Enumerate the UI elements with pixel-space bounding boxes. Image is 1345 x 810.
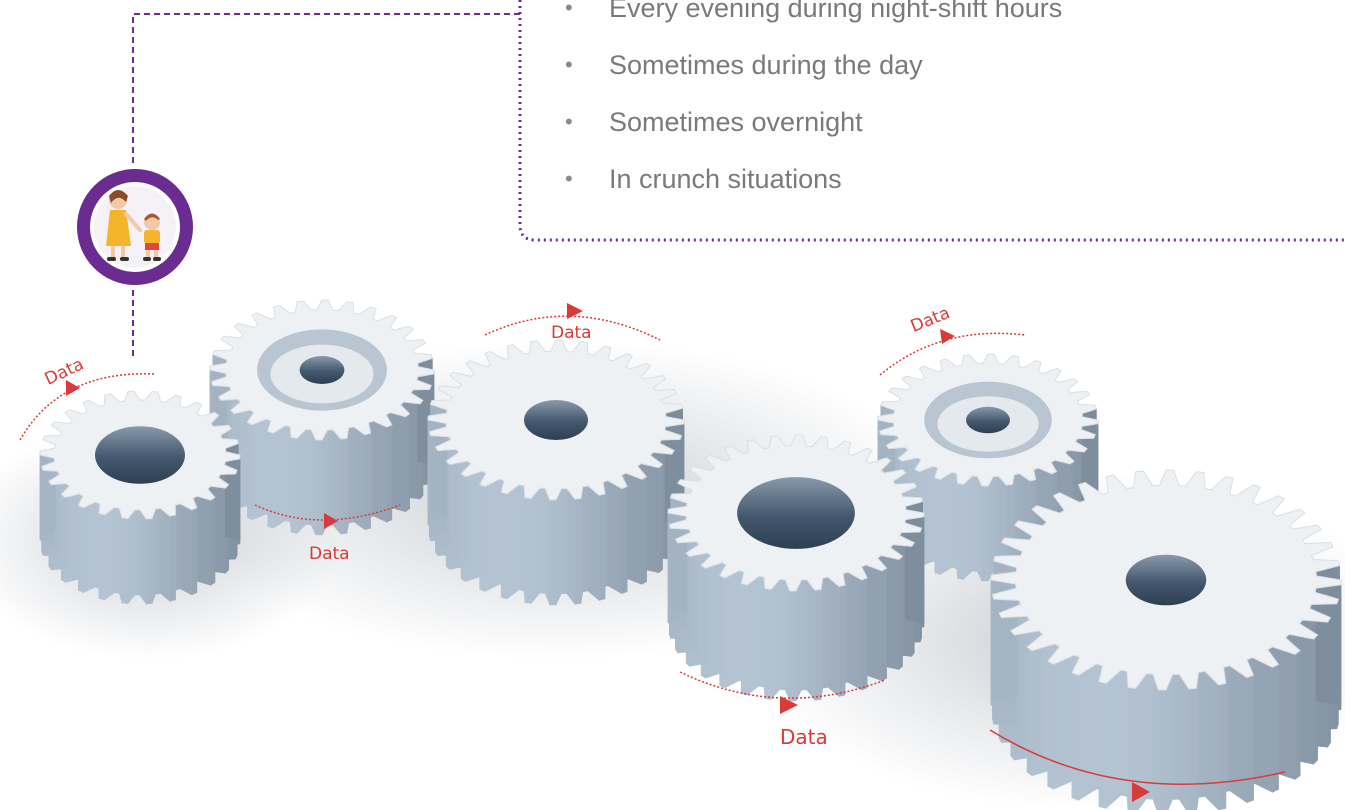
- bullet-item: Sometimes overnight: [565, 102, 1062, 159]
- gear-hole: [95, 426, 185, 484]
- connector-line: [132, 13, 520, 360]
- flow-arc-2: [254, 504, 401, 521]
- flow-arrow-4: [940, 329, 955, 344]
- flow-arrow-3: [567, 303, 583, 319]
- bullet-item: In crunch situations: [565, 159, 1062, 216]
- flow-arc-1: [19, 373, 156, 441]
- bullet-box: Every evening during night-shift hours S…: [0, 0, 1345, 260]
- flow-arc-6: [989, 729, 1286, 785]
- flow-arrow-6: [1132, 782, 1150, 802]
- gear-hole: [966, 406, 1010, 434]
- flow-arrow-1: [66, 380, 80, 396]
- gear-hole: [524, 400, 588, 440]
- bullet-list: Every evening during night-shift hours S…: [565, 0, 1062, 216]
- bullet-item: Sometimes during the day: [565, 45, 1062, 102]
- flow-arrow-2: [324, 513, 338, 529]
- gear-hole: [299, 356, 345, 384]
- data-label: Data: [551, 323, 592, 343]
- gear-hole: [737, 477, 855, 549]
- gear-body: [39, 443, 241, 605]
- flow-arrow-5: [780, 696, 798, 714]
- flow-arc-4: [879, 332, 1026, 376]
- bullet-item: Every evening during night-shift hours: [565, 0, 1062, 45]
- data-label: Data: [309, 544, 350, 564]
- mother-and-child-icon: [77, 169, 193, 285]
- data-label: Data: [780, 725, 828, 749]
- gear-hole: [1125, 554, 1207, 606]
- gear-body: [667, 497, 925, 702]
